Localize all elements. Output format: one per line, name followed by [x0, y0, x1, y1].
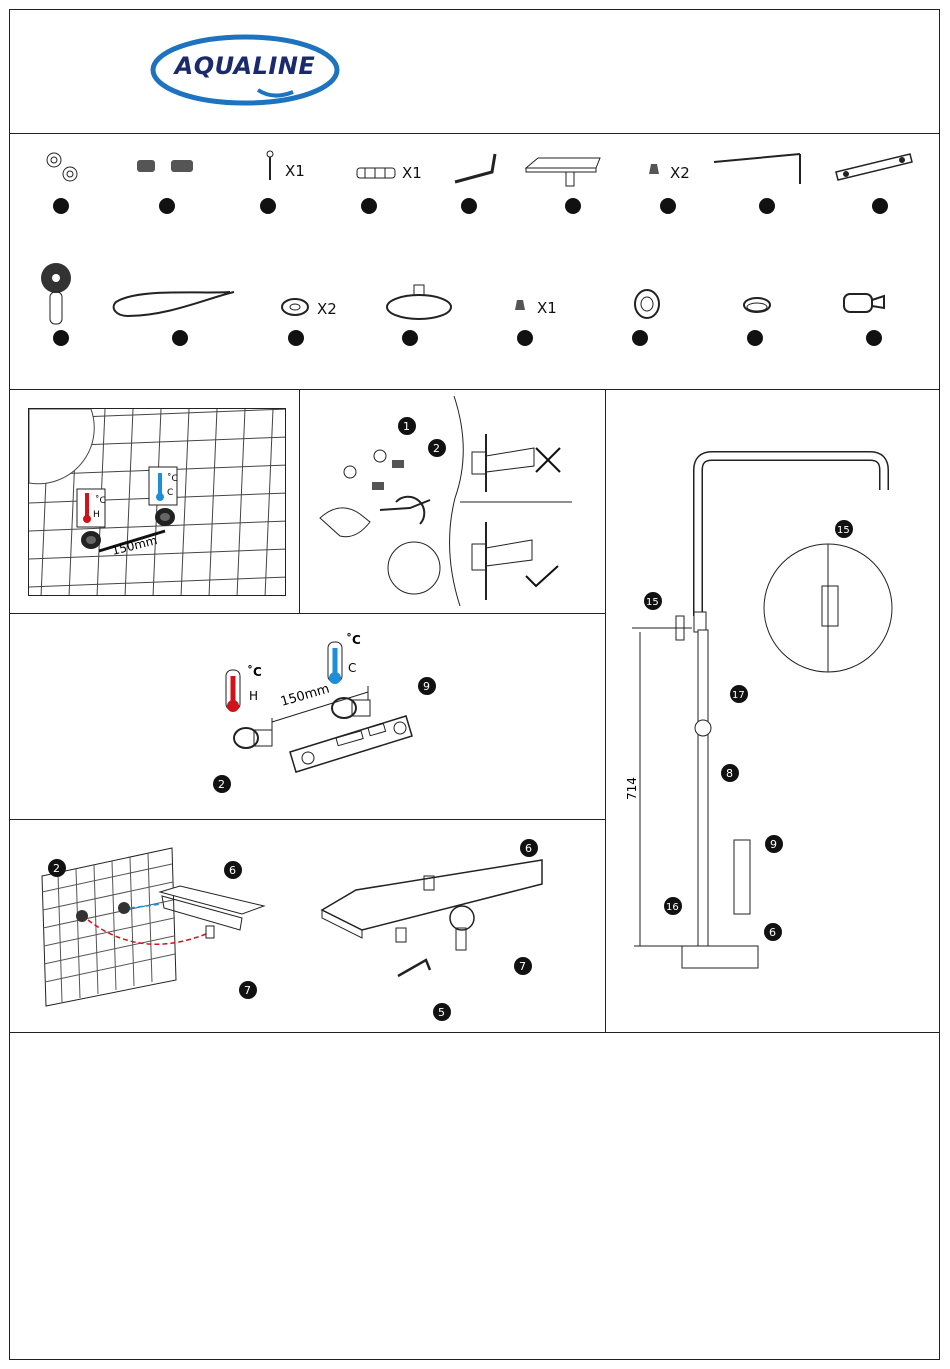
escutcheon-pair-icon [42, 148, 82, 188]
callout-5: 5 [438, 1006, 445, 1019]
thermostatic-shelf-mixer-icon [522, 150, 604, 190]
step2-connector-fitting: 1 2 [300, 390, 605, 613]
part-marker [53, 330, 69, 346]
brand-name: AQUALINE [148, 52, 342, 80]
step1-tile-wall: ˚C H ˚C C 150mm [28, 408, 286, 596]
part-marker [759, 198, 775, 214]
quantity-label: X2 [670, 164, 690, 182]
eccentric-connector-icon [135, 155, 199, 177]
quantity-label: X1 [537, 299, 557, 317]
part-marker [53, 198, 69, 214]
grub-screw-icon [647, 162, 661, 176]
callout-7: 7 [244, 984, 251, 997]
callout-2: 2 [53, 862, 60, 875]
part-marker [660, 198, 676, 214]
part-marker [172, 330, 188, 346]
cold-label: C [348, 661, 356, 675]
callout-15: 15 [646, 597, 659, 608]
hot-label: H [249, 689, 258, 703]
callout-1: 1 [403, 420, 410, 433]
part-marker [461, 198, 477, 214]
slider-holder-icon [840, 288, 888, 318]
part-marker [747, 330, 763, 346]
height-dimension: 714 [625, 777, 639, 800]
part-marker [632, 330, 648, 346]
step4-mixer-installation: 6 2 7 6 7 5 [10, 820, 605, 1032]
callout-2: 2 [433, 442, 440, 455]
hot-unit: ˚C [247, 664, 262, 679]
callout-9: 9 [423, 680, 430, 693]
callout-17: 17 [732, 690, 745, 701]
wall-flange-icon [632, 288, 662, 320]
overview-riser-assembly: 714 15 15 17 8 9 16 6 [606, 390, 939, 1032]
ring-icon [742, 294, 772, 316]
cold-label: C [167, 488, 173, 498]
part-marker [288, 330, 304, 346]
callout-15: 15 [837, 525, 850, 536]
screw-icon [264, 150, 276, 182]
part-marker [866, 330, 882, 346]
brand-logo: AQUALINE [148, 30, 342, 110]
callout-8: 8 [726, 767, 733, 780]
cold-unit: ˚C [167, 473, 178, 484]
callout-9: 9 [770, 838, 777, 851]
part-marker [402, 330, 418, 346]
part-marker [260, 198, 276, 214]
callout-16: 16 [666, 902, 679, 913]
part-marker [872, 198, 888, 214]
callout-2: 2 [218, 778, 225, 791]
divider [9, 133, 940, 134]
hot-unit: ˚C [95, 495, 106, 506]
hex-key-icon [452, 150, 498, 186]
overhead-shower-icon [384, 283, 454, 323]
divider [9, 1032, 940, 1033]
callout-6: 6 [229, 864, 236, 877]
quantity-label: X2 [317, 300, 337, 318]
part-marker [517, 330, 533, 346]
callout-7b: 7 [519, 960, 526, 973]
grub-screw-icon [513, 298, 527, 312]
hand-shower-icon [36, 260, 76, 326]
mounting-bracket-icon [834, 150, 914, 184]
riser-rail-icon [712, 150, 808, 190]
quantity-label: X1 [285, 162, 305, 180]
callout-6b: 6 [525, 842, 532, 855]
callout-6: 6 [769, 926, 776, 939]
part-marker [361, 198, 377, 214]
washer-icon [280, 296, 310, 318]
hot-label: H [93, 510, 100, 520]
shower-hose-icon [108, 286, 240, 322]
step3-bracket-mounting: ˚C H ˚C C 150mm 9 2 [10, 614, 605, 819]
part-marker [565, 198, 581, 214]
quantity-label: X1 [402, 164, 422, 182]
wall-plug-icon [355, 164, 399, 182]
part-marker [159, 198, 175, 214]
cold-unit: ˚C [346, 632, 361, 647]
